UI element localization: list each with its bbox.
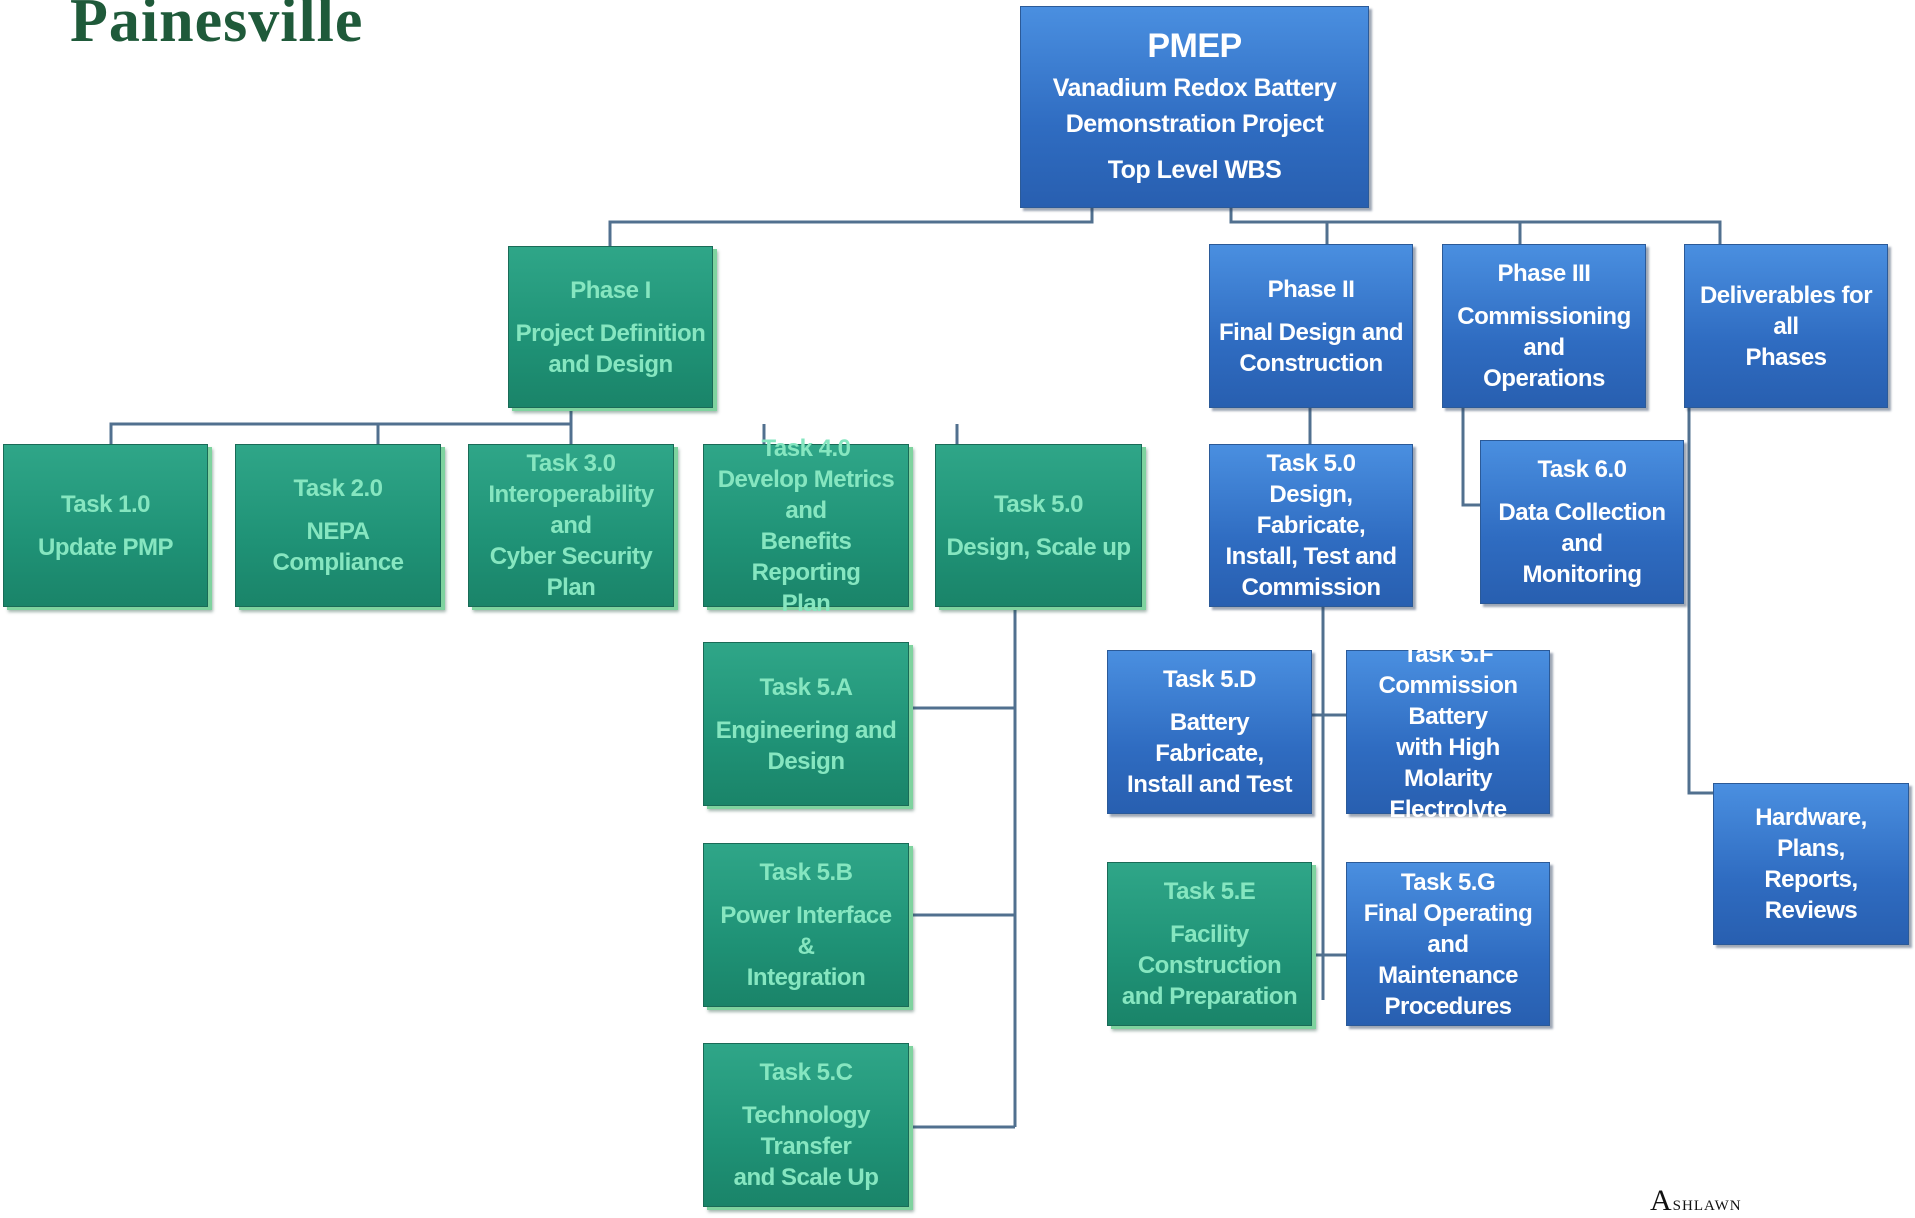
task-2-line1: NEPA Compliance — [272, 518, 404, 576]
task-6-node: Task 6.0 Data Collection and Monitoring — [1480, 440, 1684, 604]
connector-root-to-phases — [1229, 208, 1722, 244]
task-5d-title: Task 5.D — [1163, 666, 1256, 693]
task-5a-line1: Engineering and — [715, 716, 897, 744]
task-4-line2: Benefits Reporting — [751, 527, 861, 586]
task-3-line2: Cyber Security Plan — [489, 543, 653, 601]
task-2-title: Task 2.0 — [293, 475, 383, 502]
task-5b-line1: Power Interface & — [720, 902, 892, 960]
phase-2-title: Phase II — [1267, 275, 1355, 303]
task-5c-line1: Technology Transfer — [742, 1102, 870, 1160]
phase-3-node: Phase III Commissioning and Operations — [1442, 244, 1646, 408]
task-5c-title: Task 5.C — [759, 1059, 853, 1086]
task-5e-line1: Facility Construction — [1137, 921, 1282, 979]
connector-root-to-phase1 — [608, 208, 1094, 246]
task-4-title: Task 4.0 — [761, 434, 851, 462]
phase-1-node: Phase I Project Definition and Design — [508, 246, 713, 408]
task-5e-node: Task 5.E Facility Construction and Prepa… — [1107, 862, 1312, 1026]
task-2-node: Task 2.0 NEPA Compliance — [235, 444, 441, 607]
connector-phase3-to-task6 — [1461, 408, 1480, 507]
connector-task5-blue-to-subtasks — [1312, 607, 1346, 1000]
root-title: PMEP — [1147, 27, 1242, 65]
connector-phase1-to-tasks — [109, 408, 959, 444]
task-5f-line1: Commission Battery — [1378, 672, 1518, 730]
task-5f-line2: with High Molarity — [1396, 734, 1500, 792]
task-1-title: Task 1.0 — [61, 490, 150, 518]
connector-deliverables-to-hardware — [1687, 408, 1713, 795]
task-5-blue-line1: Design, Fabricate, — [1256, 481, 1366, 539]
phase-1-title: Phase I — [570, 276, 651, 304]
task-6-line1: Data Collection and — [1498, 499, 1666, 557]
root-line3: Top Level WBS — [1107, 156, 1282, 184]
task-5-green-node: Task 5.0 Design, Scale up — [935, 444, 1142, 607]
task-6-line2: Monitoring — [1522, 561, 1642, 588]
root-line2: Demonstration Project — [1065, 110, 1324, 138]
task-4-node: Task 4.0 Develop Metrics and Benefits Re… — [703, 435, 909, 617]
deliverables-line1: Deliverables for all — [1699, 281, 1873, 340]
task-5f-title: Task 5.F — [1402, 641, 1494, 668]
task-4-line3: Plan — [781, 589, 831, 617]
task-5-blue-title: Task 5.0 — [1266, 450, 1356, 477]
task-3-node: Task 3.0 Interoperability and Cyber Secu… — [468, 444, 674, 607]
hardware-line2: Reports, Reviews — [1764, 866, 1858, 924]
task-5-blue-node: Task 5.0 Design, Fabricate, Install, Tes… — [1209, 444, 1413, 607]
task-5d-node: Task 5.D Battery Fabricate, Install and … — [1107, 650, 1312, 814]
task-1-line1: Update PMP — [37, 533, 174, 561]
phase-1-line2: and Design — [548, 350, 673, 378]
task-5d-line2: Install and Test — [1127, 771, 1292, 798]
phase-3-line1: Commissioning and — [1457, 303, 1631, 361]
task-5b-node: Task 5.B Power Interface & Integration — [703, 843, 909, 1007]
task-5g-line1: Final Operating and — [1363, 899, 1533, 958]
painesville-logo: Painesville — [70, 0, 364, 55]
brand-rest: SHLAWN — [1672, 1198, 1742, 1214]
task-1-node: Task 1.0 Update PMP — [3, 444, 208, 607]
connector-task5-to-subtasks — [909, 607, 1017, 1129]
task-5g-node: Task 5.G Final Operating and Maintenance… — [1346, 862, 1550, 1026]
hardware-plans-node: Hardware, Plans, Reports, Reviews — [1713, 783, 1909, 945]
task-5f-node: Task 5.F Commission Battery with High Mo… — [1346, 641, 1550, 823]
deliverables-node: Deliverables for all Phases — [1684, 244, 1888, 408]
deliverables-line2: Phases — [1745, 343, 1827, 371]
task-5a-title: Task 5.A — [759, 673, 853, 701]
task-3-title: Task 3.0 — [526, 450, 616, 477]
task-6-title: Task 6.0 — [1537, 456, 1627, 483]
task-5-green-title: Task 5.0 — [994, 490, 1083, 518]
phase-1-line1: Project Definition — [515, 319, 706, 347]
task-4-line1: Develop Metrics and — [717, 465, 895, 524]
task-5b-title: Task 5.B — [759, 859, 853, 886]
task-5g-title: Task 5.G — [1400, 868, 1496, 896]
task-3-line1: Interoperability and — [488, 481, 654, 539]
task-5g-line2: Maintenance — [1378, 961, 1518, 989]
brand-initial: A — [1650, 1184, 1673, 1217]
ashlawn-brand-mark: ASHLAWN — [1650, 1184, 1742, 1218]
task-5-green-line1: Design, Scale up — [946, 533, 1131, 561]
task-5a-node: Task 5.A Engineering and Design — [703, 642, 909, 806]
wbs-root-pmep: PMEP Vanadium Redox Battery Demonstratio… — [1020, 6, 1369, 208]
task-5g-line3: Procedures — [1384, 992, 1512, 1020]
task-5e-line2: and Preparation — [1121, 983, 1298, 1010]
phase-2-line1: Final Design and — [1218, 318, 1404, 346]
task-5c-node: Task 5.C Technology Transfer and Scale U… — [703, 1043, 909, 1207]
hardware-line1: Hardware, Plans, — [1755, 804, 1867, 862]
task-5-blue-line2: Install, Test and — [1225, 543, 1397, 570]
phase-3-line2: Operations — [1483, 365, 1605, 392]
phase-3-title: Phase III — [1497, 260, 1591, 287]
task-5a-line2: Design — [767, 747, 845, 775]
task-5-blue-line3: Commission — [1241, 574, 1381, 601]
task-5c-line2: and Scale Up — [733, 1164, 879, 1191]
task-5e-title: Task 5.E — [1163, 878, 1256, 905]
phase-2-node: Phase II Final Design and Construction — [1209, 244, 1413, 408]
root-line1: Vanadium Redox Battery — [1052, 74, 1337, 102]
phase-2-line2: Construction — [1239, 349, 1383, 377]
task-5d-line1: Battery Fabricate, — [1155, 709, 1264, 767]
task-5f-line3: Electrolyte — [1389, 796, 1507, 823]
task-5b-line2: Integration — [746, 964, 866, 991]
